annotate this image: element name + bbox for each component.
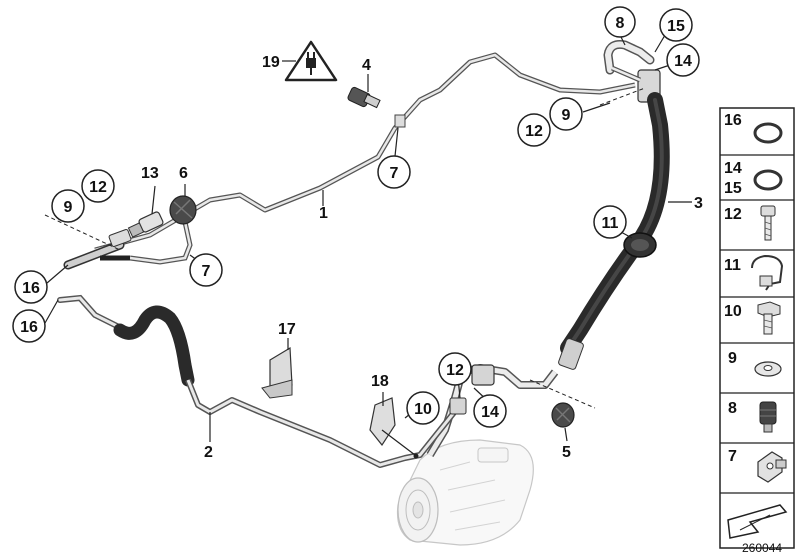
bracket-17	[261, 346, 293, 399]
bracket-clip-icon	[757, 451, 787, 483]
hose-3-black-suction-hose	[558, 92, 670, 370]
legend-row-8: 8	[728, 400, 777, 433]
hex-bolt-icon	[757, 301, 781, 335]
svg-text:2: 2	[204, 444, 213, 461]
svg-text:14: 14	[674, 53, 692, 70]
svg-text:8: 8	[728, 400, 737, 417]
callout-14-top: 14	[666, 43, 700, 77]
svg-text:13: 13	[141, 165, 159, 182]
svg-text:3: 3	[694, 195, 703, 212]
svg-text:17: 17	[278, 321, 296, 338]
callout-7-top: 7	[377, 155, 411, 189]
sealing-ring-icon	[753, 169, 783, 191]
line-2-pressure-line	[57, 294, 467, 468]
o-ring-icon	[753, 122, 783, 144]
valve-cap-6	[169, 195, 197, 225]
callout-10: 10	[406, 391, 440, 425]
callout-12-bottom: 12	[438, 352, 472, 386]
svg-text:18: 18	[371, 373, 389, 390]
svg-text:7: 7	[202, 263, 211, 280]
legend-row-7: 7	[728, 448, 787, 483]
line-1-refrigerant-pipe	[94, 52, 636, 265]
svg-text:1: 1	[319, 205, 328, 222]
svg-text:16: 16	[20, 319, 38, 336]
svg-text:16: 16	[724, 112, 742, 129]
hose-clamp-icon	[751, 254, 784, 291]
callout-8: 8	[604, 6, 636, 38]
callout-19: 19	[262, 54, 280, 71]
callout-2: 2	[204, 444, 213, 461]
callout-3: 3	[694, 195, 703, 212]
callout-7-left: 7	[189, 253, 223, 287]
svg-text:12: 12	[724, 206, 742, 223]
callout-12-left: 12	[81, 169, 115, 203]
svg-text:15: 15	[724, 180, 742, 197]
callout-6: 6	[179, 165, 188, 182]
svg-text:19: 19	[262, 54, 280, 71]
parts-legend: 16 14 15 12 11 10	[719, 107, 795, 549]
callout-14-bottom: 14	[473, 394, 507, 428]
legend-row-10: 10	[724, 301, 781, 335]
callout-13: 13	[141, 165, 159, 182]
svg-text:10: 10	[414, 401, 432, 418]
washer-icon	[754, 361, 782, 377]
svg-text:4: 4	[362, 57, 371, 74]
svg-text:10: 10	[724, 303, 742, 320]
pressure-switch-4	[347, 86, 381, 109]
svg-text:15: 15	[667, 18, 685, 35]
svg-text:11: 11	[724, 257, 741, 274]
callout-12-top: 12	[517, 113, 551, 147]
valve-cap-5	[551, 402, 575, 428]
svg-text:9: 9	[728, 350, 737, 367]
warning-triangle-icon	[284, 40, 338, 82]
callout-16-upper: 16	[14, 270, 48, 304]
compressor-illustration	[396, 439, 534, 546]
svg-text:12: 12	[525, 123, 543, 140]
svg-text:12: 12	[446, 362, 464, 379]
socket-head-bolt-icon	[760, 205, 776, 241]
svg-text:5: 5	[562, 444, 571, 461]
diagram-reference-number: 260044	[742, 541, 782, 555]
svg-text:7: 7	[728, 448, 737, 465]
pressure-sensor-13	[127, 211, 164, 238]
callout-16-lower: 16	[12, 309, 46, 343]
valve-cap-icon	[759, 401, 777, 433]
legend-row-12: 12	[724, 205, 776, 241]
callout-5: 5	[562, 444, 571, 461]
callout-17: 17	[278, 321, 296, 338]
callout-18: 18	[371, 373, 389, 390]
callout-11: 11	[593, 205, 627, 239]
left-fitting-assembly	[44, 214, 132, 270]
callout-1: 1	[319, 205, 328, 222]
svg-text:9: 9	[562, 107, 571, 124]
legend-row-11: 11	[724, 254, 784, 291]
svg-text:7: 7	[390, 165, 399, 182]
svg-text:6: 6	[179, 165, 188, 182]
bracket-18	[369, 397, 419, 459]
callout-15: 15	[659, 8, 693, 42]
svg-text:11: 11	[602, 215, 619, 232]
legend-row-14-15: 14 15	[724, 160, 783, 197]
svg-text:14: 14	[481, 404, 499, 421]
svg-text:12: 12	[89, 179, 107, 196]
legend-row-16: 16	[724, 112, 783, 144]
arrow-symbol-icon	[727, 504, 788, 539]
legend-row-9: 9	[728, 350, 782, 377]
svg-text:8: 8	[616, 15, 625, 32]
callout-9-left: 9	[51, 189, 85, 223]
svg-text:14: 14	[724, 160, 742, 177]
svg-text:16: 16	[22, 280, 40, 297]
callout-4: 4	[362, 57, 371, 74]
callout-9-top: 9	[549, 97, 583, 131]
svg-text:9: 9	[64, 199, 73, 216]
